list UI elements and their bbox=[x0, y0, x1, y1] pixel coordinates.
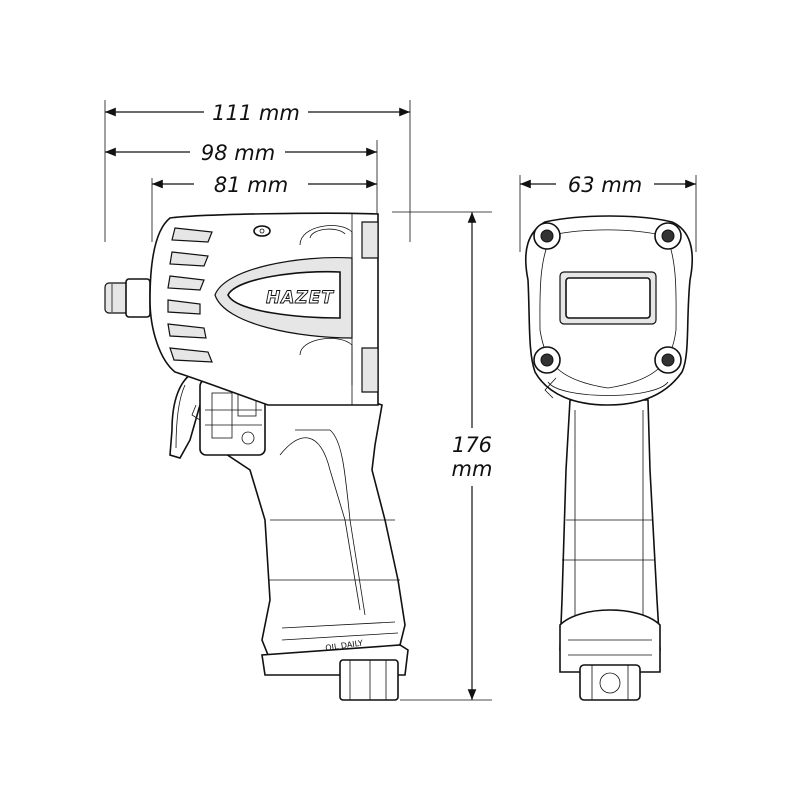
air-inlet bbox=[339, 659, 399, 701]
rear-air-inlet bbox=[579, 664, 641, 701]
dim-height-value: 176 bbox=[452, 433, 492, 457]
dim-overall-length: 111 mm bbox=[212, 101, 300, 125]
dim-length-mid: 98 mm bbox=[201, 141, 275, 165]
corner-screws bbox=[533, 222, 682, 374]
dimension-lines bbox=[104, 100, 697, 701]
dim-height-unit: mm bbox=[452, 457, 493, 481]
hazet-logo: HAZET bbox=[266, 288, 334, 308]
side-view: OIL DAILY bbox=[104, 212, 409, 701]
square-drive-anvil bbox=[104, 278, 151, 318]
rear-view bbox=[524, 215, 694, 701]
dim-length-short: 81 mm bbox=[214, 173, 288, 197]
dim-width: 63 mm bbox=[568, 173, 642, 197]
housing-ribs bbox=[167, 227, 213, 363]
